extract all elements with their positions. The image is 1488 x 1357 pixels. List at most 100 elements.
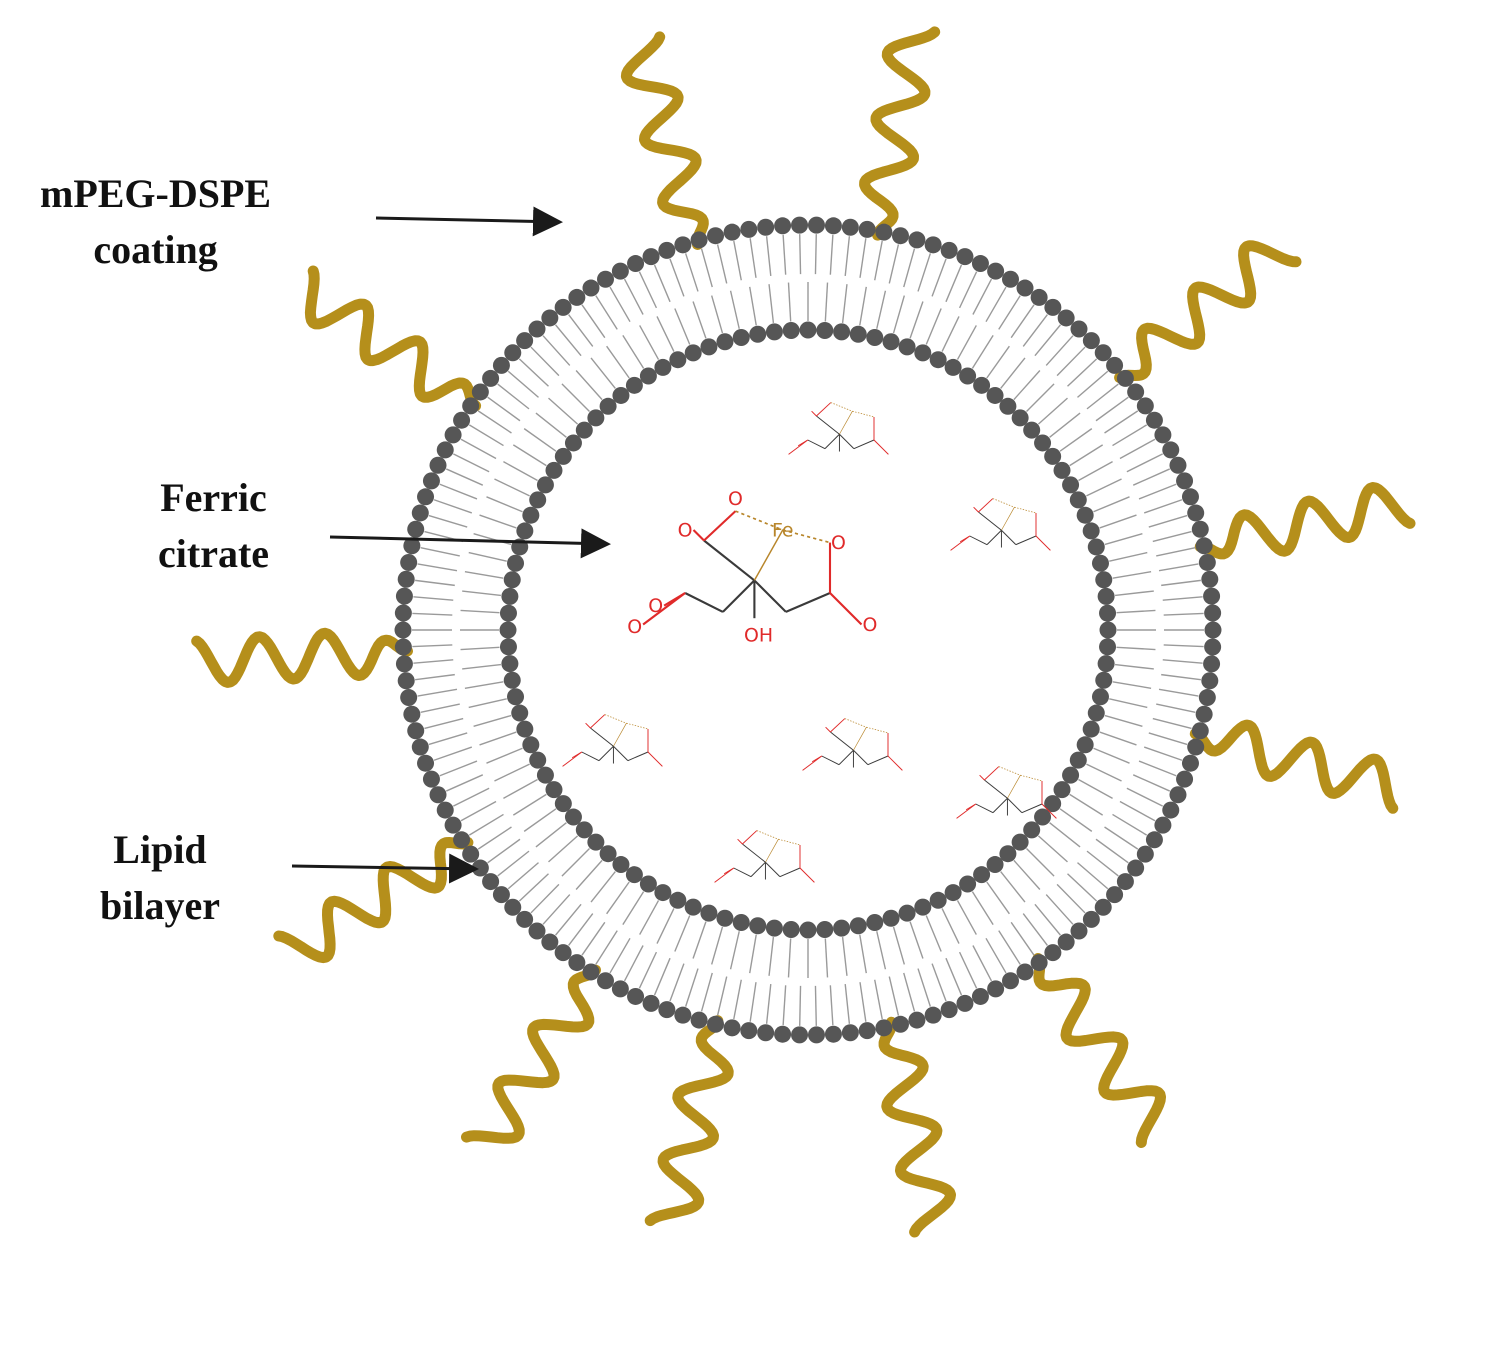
lipid-tail — [639, 325, 660, 360]
lipid-tail — [1109, 551, 1148, 562]
lipid-head-outer — [924, 236, 942, 254]
lipid-tail — [1095, 396, 1129, 422]
lipid-tail — [972, 278, 993, 315]
lipid-head-inner — [1034, 434, 1052, 452]
lipid-tail — [452, 453, 490, 473]
lipid-head-inner — [1062, 476, 1080, 494]
lipid-head-outer — [492, 356, 510, 374]
lipid-tail — [420, 546, 460, 557]
lipid-head-outer — [757, 218, 775, 236]
peg-chain — [1189, 719, 1399, 814]
lipid-head-outer — [1136, 845, 1154, 863]
lipid-tail — [1116, 646, 1156, 651]
lipid-head-inner — [587, 833, 605, 851]
lipid-head-inner — [1023, 421, 1041, 439]
lipid-tail — [909, 921, 924, 959]
lipid-head-inner — [516, 720, 534, 738]
lipid-tail — [1086, 383, 1119, 410]
lipid-tail — [1104, 532, 1143, 546]
lipid-head-outer — [554, 944, 572, 962]
lipid-tail — [1056, 883, 1086, 914]
lipid-head-inner — [639, 875, 657, 893]
lipid-head-outer — [707, 227, 725, 245]
lipid-head-inner — [882, 333, 900, 351]
peg-chain — [1114, 240, 1302, 384]
lipid-head-inner — [1097, 587, 1115, 605]
lipid-tail — [1148, 514, 1188, 528]
lipid-head-outer — [1195, 537, 1213, 555]
lipid-tail — [716, 244, 728, 284]
lipid-head-inner — [564, 808, 582, 826]
lipid-tail — [512, 444, 547, 467]
lipid-head-inner — [929, 891, 947, 909]
lipid-tail — [674, 308, 691, 345]
lipid-head-inner — [599, 845, 617, 863]
lipid-tail — [487, 838, 521, 864]
ferric-citrate-molecule — [562, 714, 663, 767]
lipid-tail — [1104, 714, 1143, 728]
lipid-head-outer — [554, 298, 572, 316]
lipid-tail — [535, 822, 567, 848]
lipid-head-inner — [1095, 571, 1113, 589]
ferric-citrate-label-line1: Ferric — [160, 475, 267, 520]
lipid-head-outer — [516, 332, 534, 350]
lipid-head-inner — [999, 397, 1017, 415]
lipid-tail — [417, 563, 458, 572]
lipid-tail — [518, 873, 549, 902]
lipid-head-inner — [732, 913, 750, 931]
lipid-tail — [460, 438, 497, 460]
lipid-tail — [733, 240, 742, 281]
lipid-tail — [859, 238, 867, 278]
lipid-head-outer — [1203, 587, 1221, 605]
lipid-head-outer — [397, 570, 415, 588]
lipid-tail — [829, 985, 834, 1026]
lipid-tail — [413, 659, 454, 664]
lipid-head-outer — [1116, 873, 1134, 891]
peg-chain — [1032, 953, 1166, 1148]
lipid-tail — [638, 271, 658, 309]
ferric-citrate-molecule — [802, 718, 903, 771]
lipid-head-outer — [791, 216, 809, 234]
lipid-head-outer — [1070, 320, 1088, 338]
lipid-tail — [876, 931, 887, 970]
lipid-tail — [1045, 894, 1074, 925]
lipid-tail — [1095, 838, 1129, 864]
lipid-tail — [998, 295, 1021, 330]
lipid-head-outer — [1057, 309, 1075, 327]
ferric-citrate-label: Ferric citrate — [158, 470, 269, 582]
lipid-tail — [507, 370, 539, 398]
lipid-tail — [548, 397, 579, 425]
lipid-head-outer — [1201, 570, 1219, 588]
lipid-tail — [433, 499, 473, 514]
lipid-tail — [1161, 673, 1201, 681]
lipid-tail — [1093, 496, 1130, 513]
lipid-tail — [1037, 835, 1068, 863]
lipid-tail — [749, 934, 757, 974]
lipid-head-inner — [507, 554, 525, 572]
lipid-head-outer — [1198, 553, 1216, 571]
lipid-head-outer — [395, 655, 413, 673]
lipid-tail — [542, 894, 571, 925]
lipid-head-outer — [791, 1026, 809, 1044]
lipid-head-outer — [757, 1024, 775, 1042]
lipid-head-outer — [462, 397, 480, 415]
lipid-bilayer-label-line2: bilayer — [100, 883, 220, 928]
lipid-tail — [512, 793, 547, 816]
lipid-head-inner — [986, 386, 1004, 404]
lipid-tail — [609, 937, 631, 974]
lipid-tail — [925, 308, 942, 345]
lipid-tail — [710, 295, 724, 334]
lipid-tail — [1049, 822, 1081, 848]
lipid-tail — [1119, 438, 1156, 460]
lipid-head-inner — [1044, 795, 1062, 813]
lipid-tail — [486, 747, 523, 764]
lipid-head-outer — [597, 972, 614, 990]
lipid-tail — [561, 383, 590, 412]
lipid-tail — [623, 278, 644, 315]
lipid-tail — [782, 985, 787, 1026]
lipid-head-inner — [716, 333, 734, 351]
lipid-head-outer — [690, 231, 708, 249]
lipid-tail — [945, 957, 963, 996]
lipid-bilayer-label: Lipid bilayer — [100, 822, 220, 934]
